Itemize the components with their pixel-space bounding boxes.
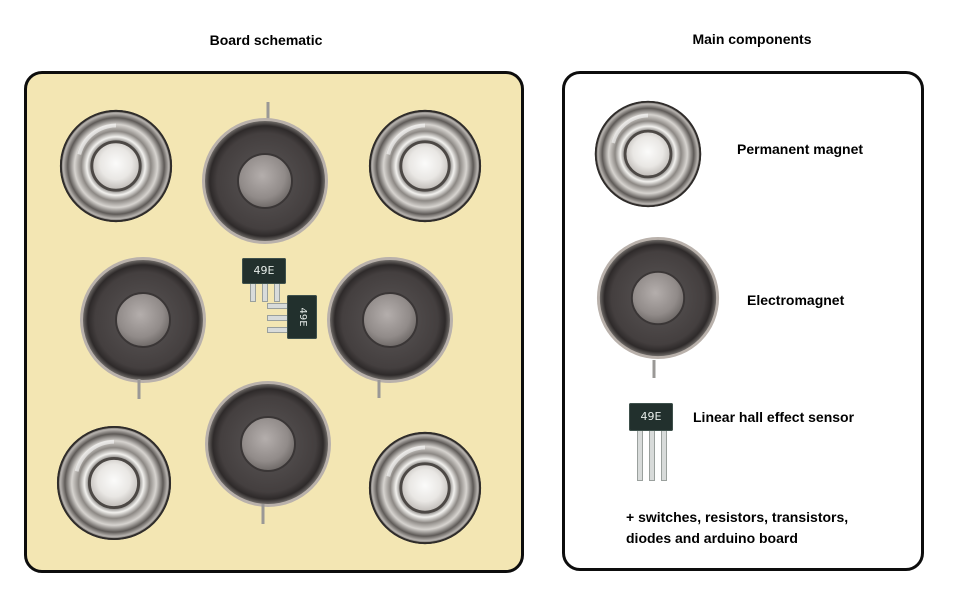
electromagnet-icon — [595, 233, 721, 363]
permanent-magnet-icon — [367, 430, 483, 546]
electromagnet-icon — [78, 255, 208, 385]
components-panel: Permanent magnet Electromagnet 49E Linea… — [562, 71, 924, 571]
permanent-magnet-icon — [55, 424, 173, 542]
hall-sensor-icon: 49E — [629, 403, 673, 481]
components-title: Main components — [662, 31, 842, 47]
electromagnet-label: Electromagnet — [747, 292, 844, 308]
permanent-magnet-icon — [367, 108, 483, 224]
note-line: diodes and arduino board — [626, 528, 848, 549]
electromagnet-icon — [200, 116, 330, 246]
hall-sensor-icon: 49E — [242, 258, 286, 300]
additional-components-note: + switches, resistors, transistors, diod… — [626, 507, 848, 549]
electromagnet-wire — [375, 380, 383, 402]
electromagnet-icon — [203, 379, 333, 509]
electromagnet-wire — [650, 360, 658, 382]
board-title: Board schematic — [186, 32, 346, 48]
electromagnet-wire — [135, 379, 143, 403]
sensor-marking: 49E — [629, 403, 673, 431]
sensor-marking: 49E — [242, 258, 286, 284]
note-line: + switches, resistors, transistors, — [626, 507, 848, 528]
hall-sensor-label: Linear hall effect sensor — [693, 409, 854, 425]
electromagnet-icon — [325, 255, 455, 385]
hall-sensor-icon: 49E — [267, 295, 317, 339]
permanent-magnet-icon — [58, 108, 174, 224]
board-panel: 49E 49E — [24, 71, 524, 573]
sensor-marking: 49E — [295, 295, 309, 339]
permanent-magnet-label: Permanent magnet — [737, 141, 863, 157]
electromagnet-wire — [259, 504, 267, 528]
permanent-magnet-icon — [593, 96, 703, 212]
